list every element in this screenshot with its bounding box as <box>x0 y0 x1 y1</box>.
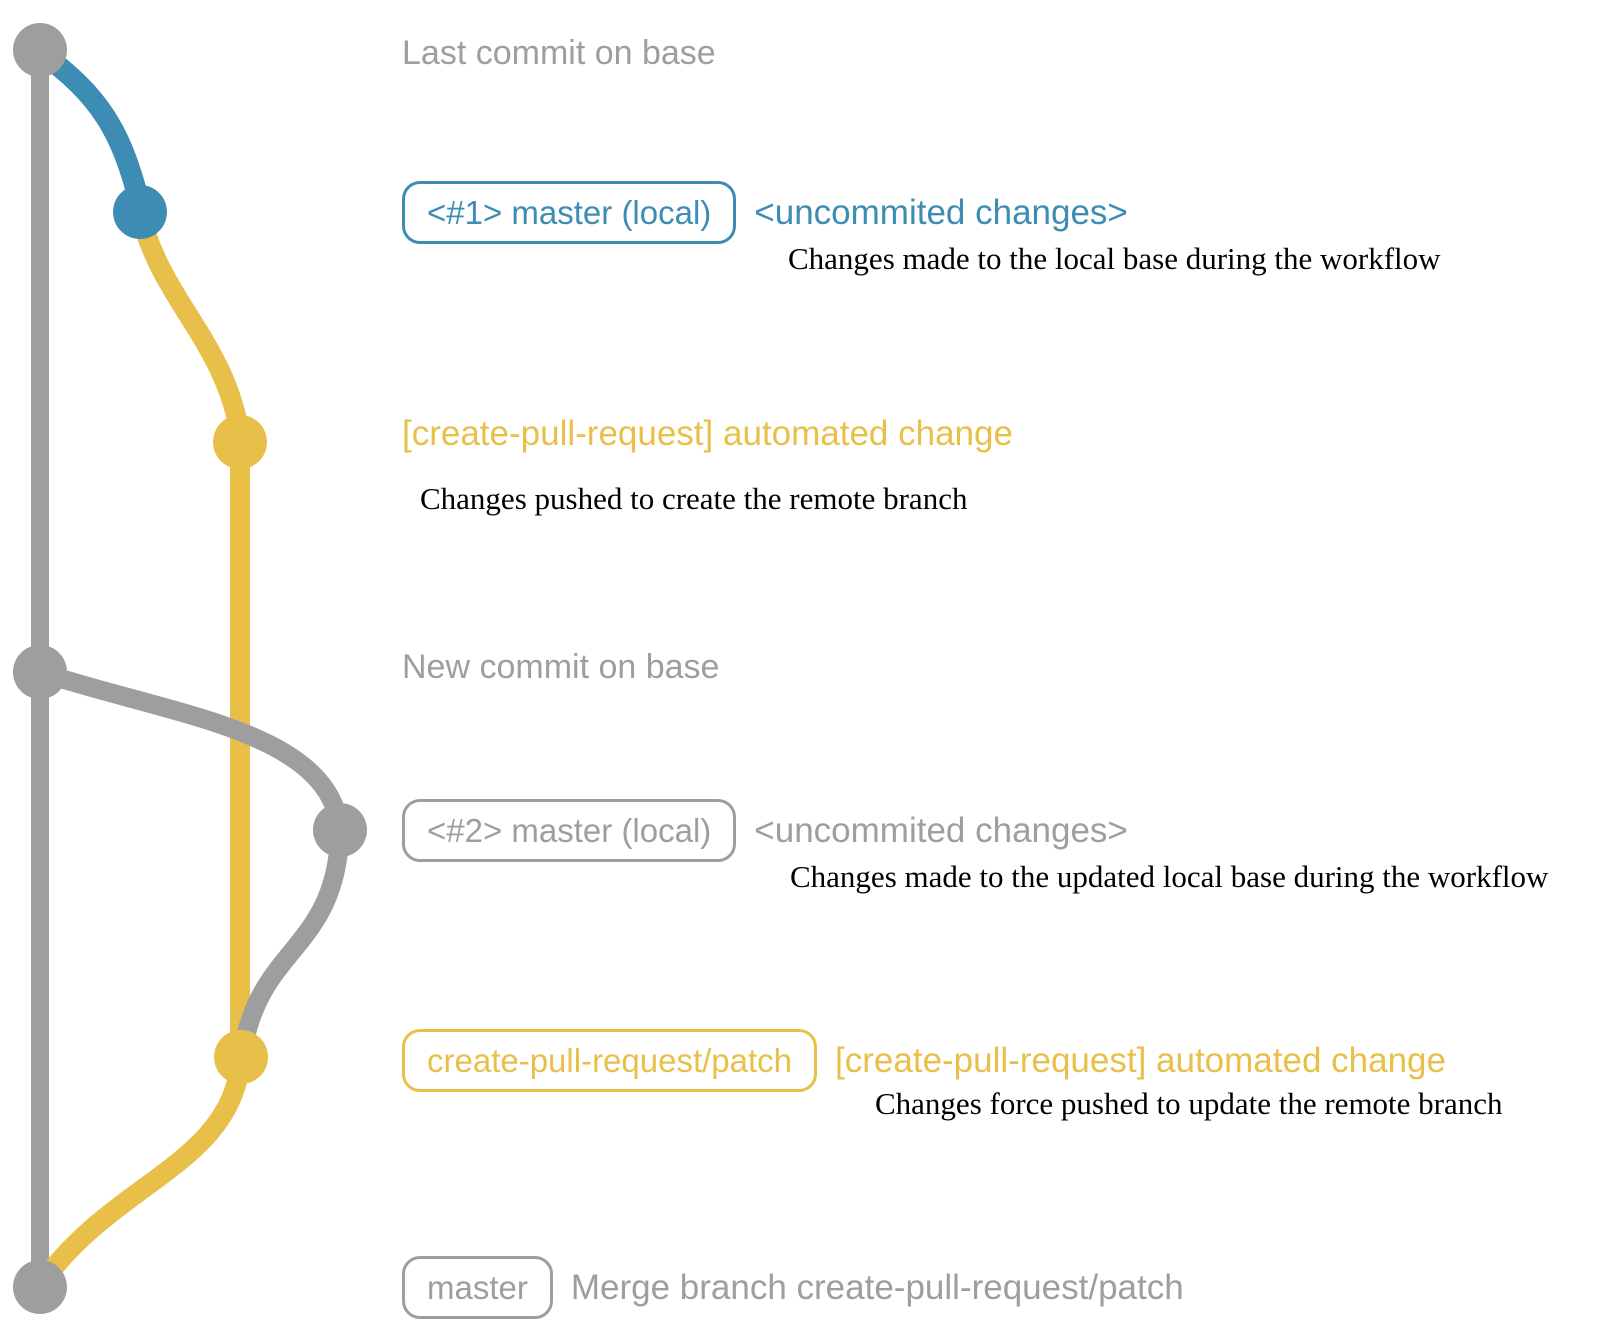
commit-dot-last-commit-on-base <box>13 23 67 77</box>
branch-line-master-local-2-update <box>233 829 350 1052</box>
commit-caption-4: Changes force pushed to update the remot… <box>875 1086 1503 1121</box>
commit-dot-uncommited-changes-1 <box>113 185 167 239</box>
branch-line-create-pull-request-patch <box>130 209 250 1050</box>
branch-line-patch-merge <box>33 1056 251 1289</box>
commit-message-uncommited-changes-2: <uncommited changes> <box>754 810 1128 850</box>
commit-message-merge-branch: Merge branch create-pull-request/patch <box>570 1267 1184 1307</box>
commit-dot-new-commit-on-base <box>13 645 67 699</box>
commit-caption-2: Changes pushed to create the remote bran… <box>420 481 968 516</box>
commit-message-last-commit-on-base: Last commit on base <box>402 34 716 72</box>
branch-ref-badge-master: master <box>402 1256 553 1319</box>
commit-dot-merge-commit <box>13 1260 67 1314</box>
commit-row-4: <#2> master (local) <uncommited changes> <box>402 799 1128 862</box>
branch-ref-badge-master-local-2: <#2> master (local) <box>402 799 737 862</box>
commit-message-new-commit-on-base: New commit on base <box>402 648 720 686</box>
commit-message-uncommited-changes-1: <uncommited changes> <box>754 192 1128 232</box>
commit-dot-automated-change-2 <box>214 1030 268 1084</box>
branch-ref-badge-master-local-1: <#1> master (local) <box>402 181 737 244</box>
commit-dot-uncommited-changes-2 <box>313 803 367 857</box>
commit-row-6: master Merge branch create-pull-request/… <box>402 1256 1184 1319</box>
commit-dot-automated-change-1 <box>213 415 267 469</box>
commit-graph <box>13 23 367 1314</box>
commit-row-1: <#1> master (local) <uncommited changes> <box>402 181 1128 244</box>
commit-message-automated-change-1: [create-pull-request] automated change <box>402 414 1013 453</box>
commit-row-2: [create-pull-request] automated change <box>402 413 1013 455</box>
commit-message-automated-change-2: [create-pull-request] automated change <box>835 1040 1446 1080</box>
commit-caption-3: Changes made to the updated local base d… <box>790 859 1549 894</box>
commit-row-5: create-pull-request/patch [create-pull-r… <box>402 1029 1446 1092</box>
branch-line-master-local-1 <box>33 43 151 208</box>
branch-line-master-local-2 <box>37 662 350 832</box>
commit-caption-1: Changes made to the local base during th… <box>788 241 1441 276</box>
branch-ref-badge-create-pull-request-patch: create-pull-request/patch <box>402 1029 818 1092</box>
